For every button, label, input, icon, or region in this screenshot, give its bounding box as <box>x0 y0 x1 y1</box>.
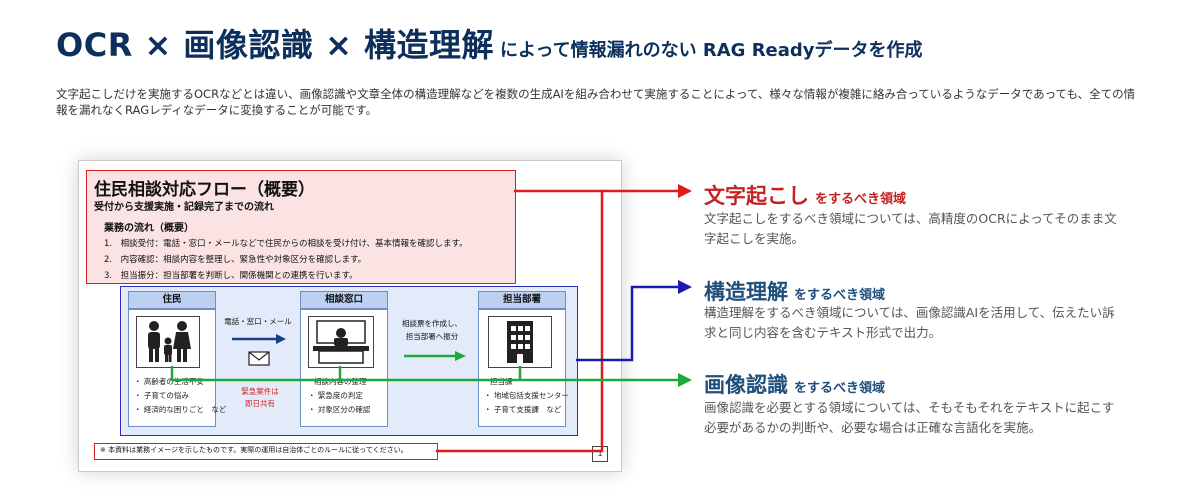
footnote-text: ※ 本資料は業務イメージを示したものです。実際の運用は自治体ごとのルールに従って… <box>100 446 408 454</box>
page-number: 1 <box>592 446 608 462</box>
flow-label-contact: 電話・窓口・メール <box>224 317 292 326</box>
department-note: 担当課 <box>490 377 513 386</box>
right-arrow-icon <box>404 347 466 366</box>
department-note: ・ 子育て支援課 など <box>484 405 562 414</box>
column-header-counter: 相談窓口 <box>300 291 388 309</box>
resident-note: ・ 子育ての悩み <box>134 391 189 400</box>
counter-note: 相談内容の整理 <box>314 377 367 386</box>
callout-structure-desc: 構造理解をするべき領域については、画像認識AIを活用して、伝えたい訴求と同じ内容… <box>704 305 1115 340</box>
structure-connector-line <box>576 285 680 362</box>
flow-label-dispatch: 担当部署へ振分 <box>405 332 459 341</box>
reception-desk-icon <box>308 316 374 368</box>
resident-note: ・ 経済的な困りごと など <box>134 405 227 414</box>
callout-image-title: 画像認識をするべき領域 <box>704 373 886 397</box>
resident-note: ・ 高齢者の生活不安 <box>134 377 204 386</box>
callout-image-desc: 画像認識を必要とする領域については、そもそもそれをテキストに起こす必要があるかの… <box>704 400 1115 435</box>
urgent-note: 緊急案件は <box>241 387 279 396</box>
title-main: OCR × 画像認識 × 構造理解 <box>56 26 495 64</box>
document-subtitle: 受付から支援実施・記録完了までの流れ <box>94 202 274 213</box>
image-connector-line <box>170 366 680 382</box>
intro-text: 文字起こしだけを実施するOCRなどとは違い、画像認識や文章全体の構造理解などを複… <box>56 87 1136 117</box>
counter-note: ・ 対象区分の確認 <box>308 405 371 414</box>
text-region-highlight <box>86 170 516 284</box>
ocr-arrowhead <box>678 184 692 198</box>
column-header-residents: 住民 <box>128 291 216 309</box>
callout-structure-title: 構造理解をするべき領域 <box>704 280 886 304</box>
image-arrowhead <box>678 373 692 387</box>
building-icon <box>488 316 552 368</box>
title-sub: によって情報漏れのない RAG Readyデータを作成 <box>500 40 923 61</box>
document-title: 住民相談対応フロー（概要） <box>94 180 315 200</box>
family-icon <box>136 316 200 368</box>
envelope-icon <box>248 351 270 370</box>
urgent-note: 即日共有 <box>245 399 275 408</box>
page-title: OCR × 画像認識 × 構造理解によって情報漏れのない RAG Readyデー… <box>56 20 923 66</box>
flow-label-dispatch: 相談票を作成し、 <box>402 319 462 328</box>
counter-note: ・ 緊急度の判定 <box>308 391 363 400</box>
overview-title: 業務の流れ（概要） <box>104 223 194 234</box>
column-header-department: 担当部署 <box>478 291 566 309</box>
callout-ocr-title: 文字起こしをするべき領域 <box>704 184 907 208</box>
ocr-connector-line <box>436 189 680 453</box>
structure-arrowhead <box>678 280 692 294</box>
department-note: ・ 地域包括支援センター <box>484 391 569 400</box>
right-arrow-icon <box>232 330 286 349</box>
callout-ocr-desc: 文字起こしをするべき領域については、高精度のOCRによってそのまま文字起こしを実… <box>704 211 1117 246</box>
step-item: 3. 担当振分：担当部署を判断し、関係機関との連携を行います。 <box>104 271 358 281</box>
step-item: 2. 内容確認：相談内容を整理し、緊急性や対象区分を確認します。 <box>104 255 367 265</box>
step-item: 1. 相談受付：電話・窓口・メールなどで住民からの相談を受け付け、基本情報を確認… <box>104 239 468 249</box>
